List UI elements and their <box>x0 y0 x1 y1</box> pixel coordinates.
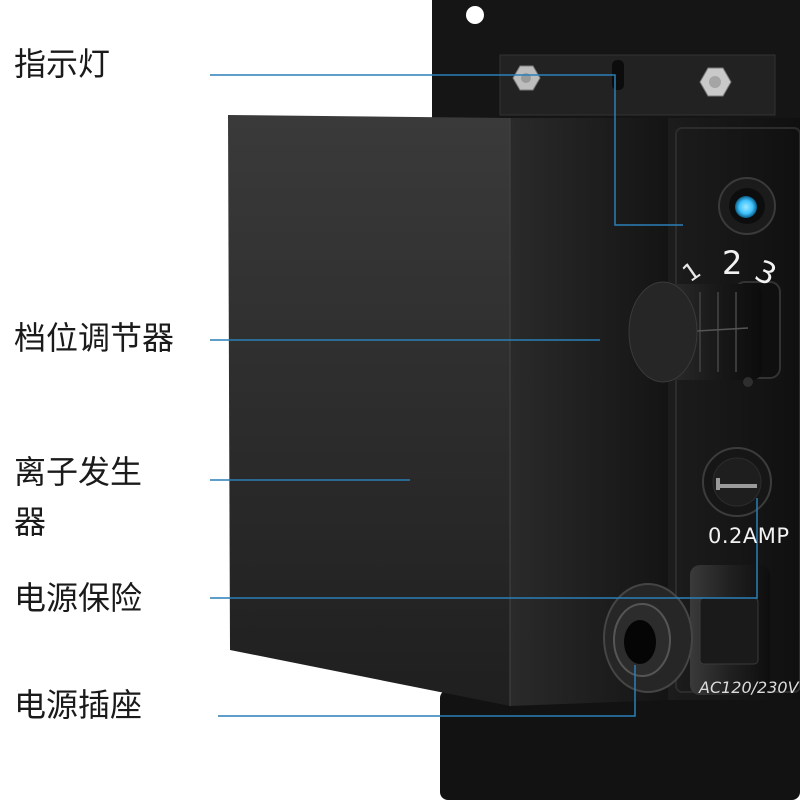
ion-generator-box <box>228 115 668 706</box>
label-ion-generator-line2: 器 <box>14 503 47 541</box>
label-indicator: 指示灯 <box>14 45 111 83</box>
mounting-plate <box>432 0 800 120</box>
voltage-label: AC120/230V <box>699 678 799 697</box>
label-ion-generator-line1: 离子发生 <box>14 453 143 491</box>
label-power-fuse: 电源保险 <box>14 579 143 617</box>
fuse-holder <box>702 447 772 517</box>
mounting-hole <box>466 6 484 24</box>
leader-line-fuse <box>210 498 758 599</box>
gear-adjuster-knob <box>628 281 781 387</box>
indicator-light <box>718 177 776 235</box>
fuse-rating: 0.2AMP <box>708 524 790 548</box>
label-gear-adjuster: 档位调节器 <box>14 319 175 357</box>
dial-mark-2: 2 <box>722 244 743 282</box>
leader-line-indicator <box>210 74 683 226</box>
hex-bolt-right <box>699 67 732 97</box>
base-plate <box>440 690 800 800</box>
leader-line-socket <box>218 665 636 717</box>
label-power-socket: 电源插座 <box>14 686 143 724</box>
leader-lines <box>210 74 758 717</box>
